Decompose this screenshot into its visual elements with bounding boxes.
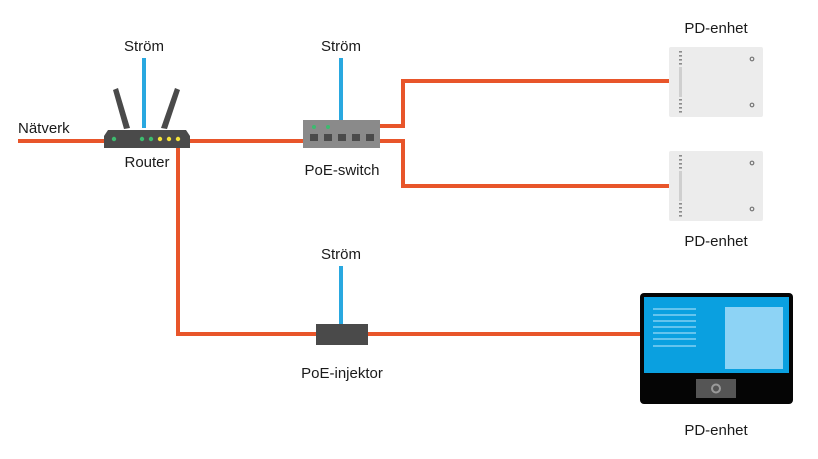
pd-device-top[interactable] bbox=[669, 47, 763, 117]
switch-port bbox=[324, 134, 332, 141]
label-pd-bottom: PD-enhet bbox=[684, 422, 748, 439]
pd-device-middle[interactable] bbox=[669, 151, 763, 221]
router-led bbox=[157, 136, 163, 142]
router-led bbox=[111, 136, 117, 142]
router-led bbox=[139, 136, 145, 142]
pd-panel-body bbox=[669, 151, 763, 221]
router-led bbox=[166, 136, 172, 142]
power-cables bbox=[142, 58, 343, 324]
switch-port bbox=[352, 134, 360, 141]
label-router-power: Ström bbox=[124, 38, 164, 55]
switch-port bbox=[310, 134, 318, 141]
router-leds bbox=[111, 136, 181, 142]
label-switch-power: Ström bbox=[321, 38, 361, 55]
router-led bbox=[175, 136, 181, 142]
label-pd-middle: PD-enhet bbox=[684, 233, 748, 250]
pd-panel-screw bbox=[749, 206, 755, 212]
cable-switch-to-pd-top bbox=[380, 79, 669, 128]
pd-panel-screw bbox=[749, 102, 755, 108]
label-injector-power: Ström bbox=[321, 246, 361, 263]
router-device[interactable] bbox=[104, 88, 190, 148]
display-camera-housing bbox=[696, 379, 736, 398]
label-injector: PoE-injektor bbox=[301, 365, 383, 382]
pd-panel-strip bbox=[679, 67, 682, 97]
pd-panel-screw bbox=[749, 56, 755, 62]
label-switch: PoE-switch bbox=[304, 162, 379, 179]
pd-panel-dots bbox=[679, 155, 682, 217]
poe-injector-device[interactable] bbox=[316, 324, 368, 345]
label-network: Nätverk bbox=[18, 120, 70, 137]
cable-switch-to-pd-middle bbox=[380, 139, 669, 188]
display-text-lines bbox=[653, 308, 696, 347]
switch-led bbox=[312, 125, 316, 129]
pd-device-bottom[interactable] bbox=[640, 293, 793, 404]
pd-panel-screw bbox=[749, 160, 755, 166]
switch-led bbox=[326, 125, 330, 129]
injector-body bbox=[316, 324, 368, 345]
pd-panel-body bbox=[669, 47, 763, 117]
cables bbox=[18, 79, 669, 336]
router-antenna-left bbox=[113, 88, 130, 129]
label-router: Router bbox=[124, 154, 169, 171]
labels: Nätverk Ström Router Ström PoE-switch St… bbox=[18, 20, 749, 439]
router-led bbox=[148, 136, 154, 142]
pd-panel-strip bbox=[679, 171, 682, 201]
poe-switch-device[interactable] bbox=[303, 120, 380, 148]
camera-icon bbox=[711, 383, 721, 394]
label-pd-top: PD-enhet bbox=[684, 20, 748, 37]
switch-port bbox=[338, 134, 346, 141]
display-side-panel bbox=[725, 307, 783, 369]
router-body bbox=[104, 130, 190, 148]
switch-port bbox=[366, 134, 374, 141]
cable-router-to-injector bbox=[176, 148, 316, 336]
pd-panel-dots bbox=[679, 51, 682, 113]
router-antenna-right bbox=[161, 88, 180, 129]
